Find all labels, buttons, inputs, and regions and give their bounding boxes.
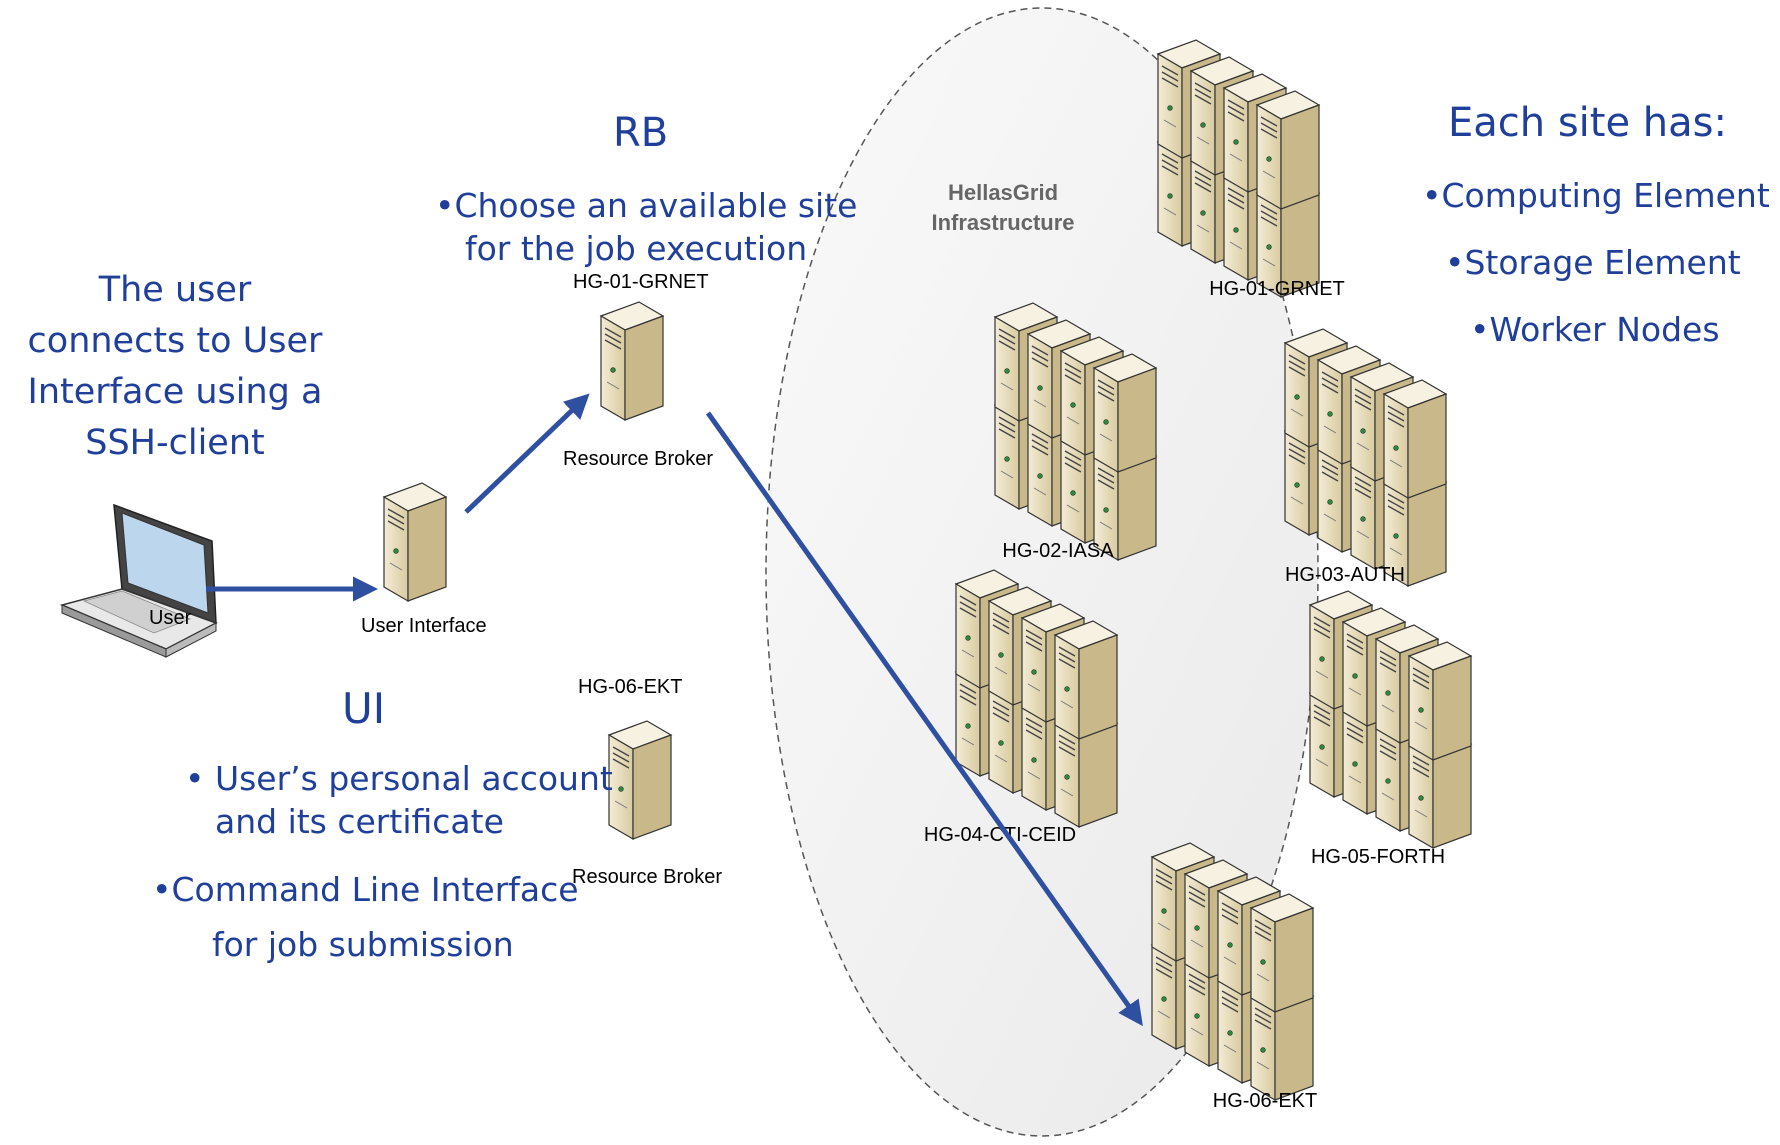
user-label: User xyxy=(149,607,192,629)
site-label-hg-06-ekt: HG-06-EKT xyxy=(1213,1090,1317,1112)
user-note: The user connects to User Interface usin… xyxy=(0,265,350,469)
site-label-hg-02-iasa: HG-02-IASA xyxy=(1002,540,1114,562)
arrow-rb-to-site xyxy=(705,411,1143,1027)
grid-title-line2: Infrastructure xyxy=(931,210,1074,235)
user-note-line: Interface using a xyxy=(27,372,323,412)
ui-label: User Interface xyxy=(361,615,487,637)
rb-note-bullet: •Choose an available site xyxy=(435,186,858,225)
site-label-hg-03-auth: HG-03-AUTH xyxy=(1285,564,1405,586)
user-note-line: The user xyxy=(98,270,252,310)
rb1-site-label: HG-01-GRNET xyxy=(573,271,709,293)
user-note-line: connects to User xyxy=(27,321,323,361)
site-note-bullet: •Computing Element xyxy=(1422,176,1770,215)
user-note-line: SSH-client xyxy=(85,423,265,463)
rb2-site-label: HG-06-EKT xyxy=(578,676,683,698)
ui-note-bullet: and its certificate xyxy=(215,802,504,841)
ui-note-bullet: •Command Line Interface xyxy=(152,870,579,909)
site-note-bullet: •Storage Element xyxy=(1445,243,1741,282)
server-icon-rb2 xyxy=(608,720,672,840)
site-note-title: Each site has: xyxy=(1448,100,1727,146)
grid-title-line1: HellasGrid xyxy=(948,180,1058,205)
server-icon-ui xyxy=(383,482,447,602)
site-cluster-hg-05-forth xyxy=(1310,591,1471,848)
rb-note-title: RB xyxy=(613,110,669,156)
rb-note-bullet: for the job execution xyxy=(465,229,808,268)
site-label-hg-04-cti-ceid: HG-04-CTI-CEID xyxy=(924,824,1076,846)
server-icon-rb1 xyxy=(600,301,664,421)
site-label-hg-05-forth: HG-05-FORTH xyxy=(1311,846,1445,868)
site-label-hg-01-grnet: HG-01-GRNET xyxy=(1209,278,1345,300)
laptop-icon xyxy=(59,503,218,658)
ui-note-bullet: • User’s personal account xyxy=(185,759,613,798)
site-note-bullet: •Worker Nodes xyxy=(1470,310,1720,349)
ui-note-title: UI xyxy=(342,684,386,733)
rb1-label: Resource Broker xyxy=(563,448,714,470)
rb2-label: Resource Broker xyxy=(572,866,723,888)
ui-note-bullet: for job submission xyxy=(212,925,514,964)
arrow-ui-to-rb xyxy=(464,393,590,514)
